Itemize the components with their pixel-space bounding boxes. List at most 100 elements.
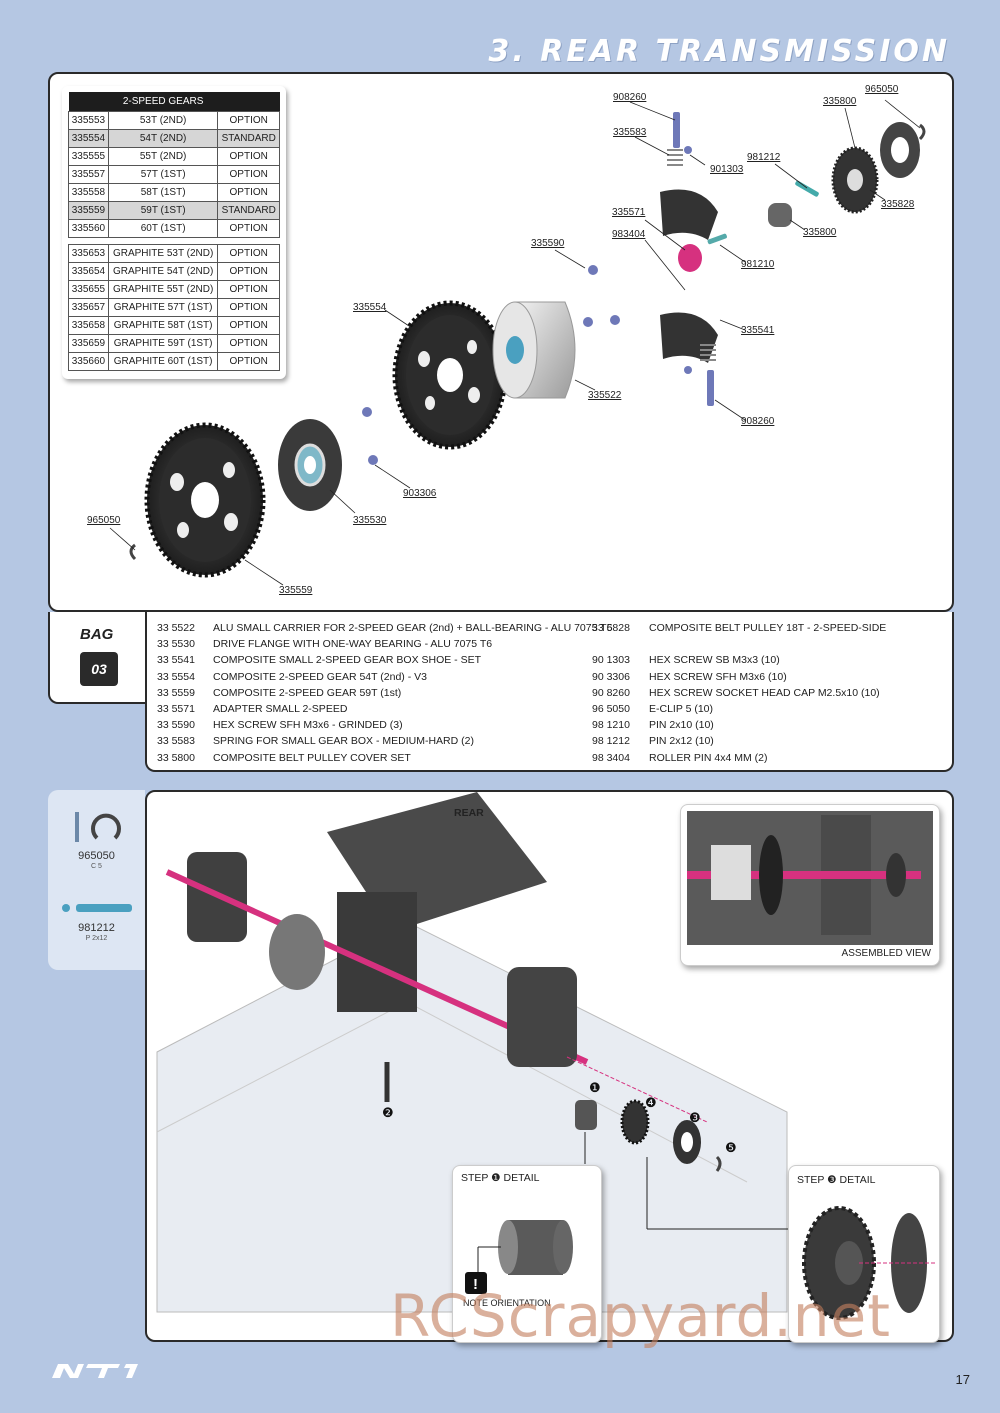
- pulley-cover: [880, 122, 920, 178]
- rear-label: REAR: [454, 807, 484, 819]
- table-cell: GRAPHITE 58T (1ST): [107, 316, 219, 335]
- e-clip: [129, 543, 137, 561]
- table-cell: 335660: [68, 352, 109, 371]
- label-335522: 335522: [588, 390, 622, 401]
- label-981212: 981212: [747, 152, 781, 163]
- side-part-sub: P 2x12: [85, 935, 108, 942]
- e-clip-icon: [75, 812, 121, 842]
- table-cell: 335553: [68, 111, 109, 130]
- assembled-view-image: [687, 811, 933, 945]
- side-part-code: 981212: [78, 922, 115, 934]
- table-cell: OPTION: [217, 183, 280, 202]
- label-335828: 335828: [881, 199, 915, 210]
- table-cell: 335555: [68, 147, 109, 166]
- assembled-view-caption: ASSEMBLED VIEW: [841, 948, 931, 959]
- table-cell: 59T (1ST): [107, 201, 219, 220]
- table-cell: 335654: [68, 262, 109, 281]
- table-cell: 55T (2ND): [107, 147, 219, 166]
- note-orientation: NOTE ORIENTATION: [463, 1298, 551, 1308]
- screws: [362, 112, 714, 465]
- step-number-1: ❶: [589, 1080, 601, 1095]
- table-cell: OPTION: [217, 352, 280, 371]
- list-item: [592, 636, 886, 652]
- assembly-diagram: ❶ ❷ ❸ ❹ ❺: [156, 792, 797, 1313]
- table-cell: 335558: [68, 183, 109, 202]
- parts-gauge-strip: 965050 C 5 981212 P 2x12: [48, 790, 145, 970]
- step3-detail-image: [802, 1206, 937, 1320]
- table-cell: GRAPHITE 54T (2ND): [107, 262, 219, 281]
- assembled-view-box: ASSEMBLED VIEW: [680, 804, 940, 966]
- side-part-code: 965050: [78, 850, 115, 862]
- label-335571: 335571: [612, 207, 646, 218]
- table-cell: OPTION: [217, 298, 280, 317]
- table-cell: GRAPHITE 53T (2ND): [107, 244, 219, 263]
- label-903306: 903306: [403, 488, 437, 499]
- table-cell: STANDARD: [217, 129, 280, 148]
- watermark: RCScrapyard.net: [390, 1282, 891, 1350]
- table-cell: STANDARD: [217, 201, 280, 220]
- page-title: 3. REAR TRANSMISSION: [488, 34, 950, 69]
- nt1-logo: [52, 1364, 138, 1378]
- table-cell: 335559: [68, 201, 109, 220]
- step-number-3: ❸: [689, 1110, 701, 1125]
- table-cell: OPTION: [217, 219, 280, 238]
- table-cell: 335557: [68, 165, 109, 184]
- table-cell: 335657: [68, 298, 109, 317]
- table-cell: GRAPHITE 60T (1ST): [107, 352, 219, 371]
- table-cell: OPTION: [217, 334, 280, 353]
- belt-pulley: [831, 146, 879, 214]
- step1-detail-title: STEP ❶ DETAIL: [461, 1172, 540, 1184]
- alu-carrier: [492, 301, 576, 399]
- table-cell: OPTION: [217, 244, 280, 263]
- table-cell: GRAPHITE 55T (2ND): [107, 280, 219, 299]
- bag-label: BAG: [80, 626, 114, 643]
- table-cell: 335655: [68, 280, 109, 299]
- bag-number: 03: [80, 652, 118, 686]
- label-335800-bottom: 335800: [803, 227, 837, 238]
- exploded-view-diagram: 908260 335583 901303 965050 335800 98121…: [87, 84, 926, 596]
- table-cell: OPTION: [217, 280, 280, 299]
- label-335583: 335583: [613, 127, 647, 138]
- table-cell: OPTION: [217, 262, 280, 281]
- table-cell: 54T (2ND): [107, 129, 219, 148]
- adapter: [575, 1100, 597, 1130]
- label-335800-top: 335800: [823, 96, 857, 107]
- table-cell: 58T (1ST): [107, 183, 219, 202]
- drive-flange: [278, 419, 342, 511]
- step1-detail-image: !: [465, 1220, 573, 1294]
- step-number-5: ❺: [725, 1140, 737, 1155]
- step1-detail-box: STEP ❶ DETAIL ! NOTE ORIENTATION: [452, 1165, 602, 1343]
- table-cell: 57T (1ST): [107, 165, 219, 184]
- table-cell: GRAPHITE 57T (1ST): [107, 298, 219, 317]
- label-908260: 908260: [613, 92, 647, 103]
- table-cell: 60T (1ST): [107, 219, 219, 238]
- svg-text:!: !: [473, 1276, 478, 1293]
- pulley: [620, 1099, 650, 1145]
- step-number-4: ❹: [645, 1095, 657, 1110]
